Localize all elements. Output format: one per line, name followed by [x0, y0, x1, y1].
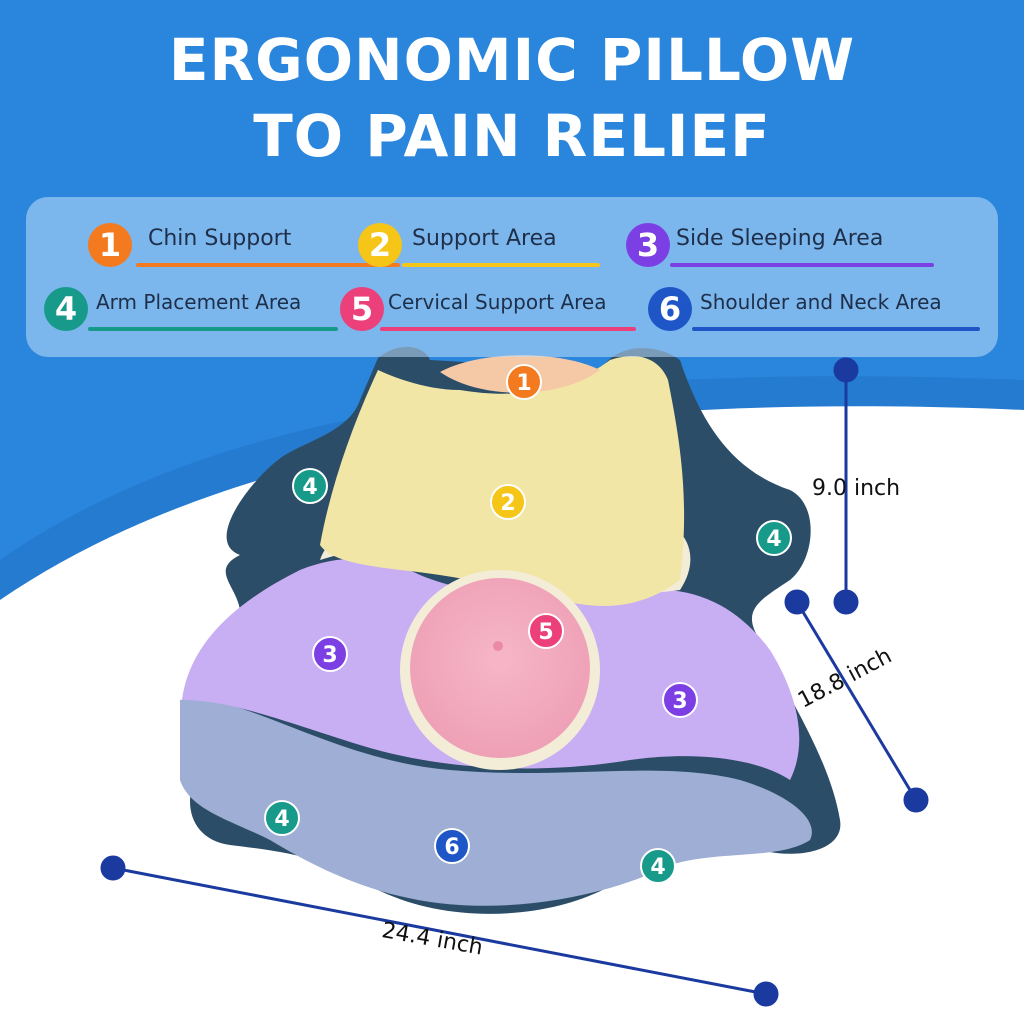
number-4-icon: 4 [44, 287, 88, 331]
title-line-1: ERGONOMIC PILLOW [168, 26, 856, 94]
marker-arm-placement-bottom-left: 4 [264, 800, 300, 836]
legend-item-support-area: 2 Support Area [358, 223, 608, 273]
marker-side-sleeping-right: 3 [662, 682, 698, 718]
number-6-icon: 6 [648, 287, 692, 331]
number-3-icon: 3 [626, 223, 670, 267]
legend-label: Cervical Support Area [388, 290, 607, 314]
legend-item-arm-placement-area: 4 Arm Placement Area [44, 287, 344, 337]
legend-label: Chin Support [148, 226, 292, 251]
legend-underline [136, 263, 400, 267]
legend-label: Shoulder and Neck Area [700, 290, 942, 314]
legend-label: Side Sleeping Area [676, 226, 884, 251]
width-dimension-line [100, 855, 779, 1007]
legend-underline [670, 263, 934, 267]
legend-item-cervical-support-area: 5 Cervical Support Area [340, 287, 640, 337]
legend-item-chin-support: 1 Chin Support [88, 223, 400, 273]
number-1-icon: 1 [88, 223, 132, 267]
legend-label: Arm Placement Area [96, 290, 302, 314]
number-5-icon: 5 [340, 287, 384, 331]
marker-arm-placement-bottom-right: 4 [640, 848, 676, 884]
depth-dimension-line [784, 589, 929, 813]
legend-item-shoulder-and-neck-area: 6 Shoulder and Neck Area [648, 287, 988, 337]
height-dimension-line [833, 357, 859, 615]
legend-panel: 1 Chin Support 2 Support Area 3 Side Sle… [26, 197, 998, 357]
legend-underline [692, 327, 980, 331]
marker-arm-placement-top-left: 4 [292, 468, 328, 504]
page-title: ERGONOMIC PILLOW TO PAIN RELIEF [0, 22, 1024, 174]
number-2-icon: 2 [358, 223, 402, 267]
marker-shoulder-neck: 6 [434, 828, 470, 864]
title-line-2: TO PAIN RELIEF [253, 102, 771, 170]
marker-side-sleeping-left: 3 [312, 636, 348, 672]
marker-support-area: 2 [490, 484, 526, 520]
marker-cervical-support: 5 [528, 613, 564, 649]
height-dimension-label: 9.0 inch [812, 476, 901, 501]
legend-underline [402, 263, 600, 267]
legend-item-side-sleeping-area: 3 Side Sleeping Area [626, 223, 946, 273]
marker-chin-support: 1 [506, 364, 542, 400]
marker-arm-placement-top-right: 4 [756, 520, 792, 556]
legend-underline [88, 327, 338, 331]
legend-label: Support Area [412, 226, 557, 251]
legend-underline [380, 327, 636, 331]
